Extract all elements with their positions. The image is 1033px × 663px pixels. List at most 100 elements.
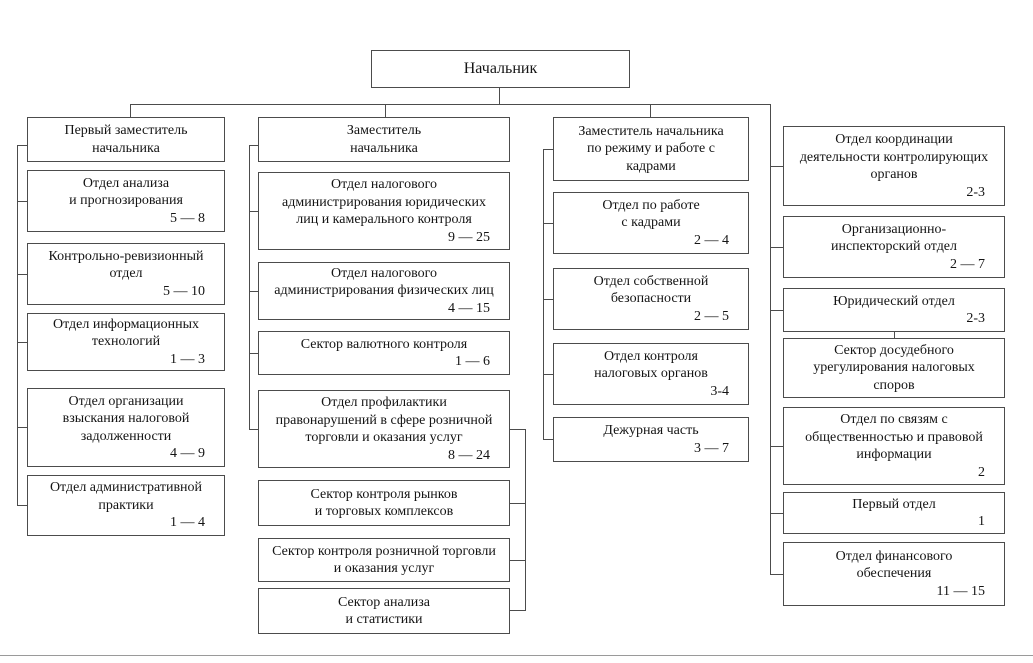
connector-drop-col2 [385,104,386,117]
box-title: Сектор контроля рынков и торговых компле… [310,486,458,520]
connector-col3-trunk [543,149,544,439]
box-title: Контрольно-ревизионный отдел [48,248,204,282]
connector-col1-stub [17,274,27,275]
box-title: Отдел налогового администрирования физич… [274,265,494,299]
org-box-first-deputy-head: Первый заместитель начальника [27,117,225,162]
connector-col4-stub [770,446,783,447]
connector-col2-stub [249,429,258,430]
connector-col3-stub-header [543,149,553,150]
org-box-head: Начальник [371,50,630,88]
org-box-currency-control-sector: Сектор валютного контроля 1 — 6 [258,331,510,375]
org-box-coordination-dept: Отдел координации деятельности контролир… [783,126,1005,206]
connector-col4-stub [770,247,783,248]
connector-col4-stub [770,166,783,167]
connector-col1-stub-header [17,145,27,146]
org-box-it-dept: Отдел информационных технологий 1 — 3 [27,313,225,371]
box-title: Отдел финансового обеспечения [835,548,953,582]
connector-col2-right-stub [510,560,525,561]
connector-col2-stub [249,291,258,292]
box-staff-number: 1 — 3 [170,351,205,367]
org-box-legal-entities-tax-admin-dept: Отдел налогового администрирования юриди… [258,172,510,250]
connector-drop-col3 [650,104,651,117]
connector-col1-stub [17,505,27,506]
connector-col3-stub [543,223,553,224]
box-staff-number: 4 — 15 [448,300,490,316]
connector-col2-stub [249,211,258,212]
box-title: Начальник [463,60,538,77]
org-box-administrative-practice-dept: Отдел административной практики 1 — 4 [27,475,225,536]
org-box-pretrial-settlement-sector: Сектор досудебного урегулирования налого… [783,338,1005,398]
connector-col2-stub [249,353,258,354]
connector-col4-trunk [770,104,771,574]
connector-col2-right-trunk [525,429,526,611]
org-box-markets-control-sector: Сектор контроля рынков и торговых компле… [258,480,510,526]
connector-col3-stub [543,439,553,440]
box-staff-number: 1 — 6 [455,354,490,369]
box-staff-number: 9 — 25 [448,229,490,245]
org-box-internal-security-dept: Отдел собственной безопасности 2 — 5 [553,268,749,330]
org-box-analysis-statistics-sector: Сектор анализа и статистики [258,588,510,634]
box-staff-number: 1 [978,514,985,529]
box-staff-number: 2-3 [966,184,985,200]
box-title: Сектор досудебного урегулирования налого… [813,342,975,393]
org-box-tax-authorities-control-dept: Отдел контроля налоговых органов 3-4 [553,343,749,405]
box-title: Отдел организации взыскания налоговой за… [62,393,190,444]
box-staff-number: 5 — 8 [170,210,205,226]
box-title: Отдел налогового администрирования юриди… [282,177,486,227]
connector-col2-trunk [249,145,250,429]
box-title: Организационно- инспекторский отдел [830,221,958,255]
box-title: Дежурная часть [603,423,699,438]
org-box-control-audit-dept: Контрольно-ревизионный отдел 5 — 10 [27,243,225,305]
box-staff-number: 3-4 [710,383,729,399]
box-title: Отдел по работе с кадрами [602,197,700,231]
box-staff-number: 11 — 15 [936,583,985,599]
connector-col3-stub [543,374,553,375]
connector-root-drop [499,88,500,105]
connector-col1-stub [17,342,27,343]
org-box-analysis-forecasting-dept: Отдел анализа и прогнозирования 5 — 8 [27,170,225,232]
box-staff-number: 2 [978,464,985,480]
box-title: Сектор контроля розничной торговли и ока… [272,543,496,577]
connector-col2-right-stub [510,503,525,504]
box-title: Отдел профилактики правонарушений в сфер… [275,395,493,445]
box-title: Отдел по связям с общественностью и прав… [805,412,983,462]
org-box-first-dept: Первый отдел 1 [783,492,1005,534]
image-bottom-edge-line [0,655,1033,656]
org-box-financial-support-dept: Отдел финансового обеспечения 11 — 15 [783,542,1005,606]
box-staff-number: 5 — 10 [163,283,205,299]
box-title: Отдел координации деятельности контролир… [799,132,989,182]
org-box-deputy-head-hr: Заместитель начальника по режиму и работ… [553,117,749,181]
box-title: Первый отдел [852,496,936,512]
box-staff-number: 4 — 9 [170,446,205,461]
org-box-org-inspection-dept: Организационно- инспекторский отдел 2 — … [783,216,1005,278]
box-title: Сектор анализа и статистики [337,594,431,628]
org-box-legal-dept: Юридический отдел 2-3 [783,288,1005,332]
connector-col1-trunk [17,145,18,506]
box-staff-number: 2-3 [966,311,985,326]
box-title: Заместитель начальника по режиму и работ… [578,123,724,174]
org-box-duty-unit: Дежурная часть 3 — 7 [553,417,749,462]
box-title: Первый заместитель начальника [64,123,188,156]
connector-col1-stub [17,201,27,202]
org-box-deputy-head: Заместитель начальника [258,117,510,162]
box-staff-number: 2 — 5 [694,308,729,324]
connector-drop-col1 [130,104,131,117]
box-staff-number: 2 — 4 [694,232,729,248]
connector-col4-stub [770,574,783,575]
connector-top-horizontal [130,104,771,105]
box-title: Отдел информационных технологий [52,316,200,350]
box-title: Отдел контроля налоговых органов [594,348,708,382]
box-staff-number: 3 — 7 [694,440,729,456]
box-staff-number: 8 — 24 [448,447,490,463]
connector-col4-stub [770,310,783,311]
box-title: Отдел анализа и прогнозирования [69,175,183,209]
connector-legal-to-pretrial-tick [894,332,895,338]
org-box-retail-violations-prevention-dept: Отдел профилактики правонарушений в сфер… [258,390,510,468]
box-title: Сектор валютного контроля [300,336,468,352]
box-staff-number: 1 — 4 [170,515,205,531]
org-box-retail-control-sector: Сектор контроля розничной торговли и ока… [258,538,510,582]
connector-col3-stub [543,299,553,300]
connector-col4-stub [770,513,783,514]
box-title: Заместитель начальника [346,123,422,156]
